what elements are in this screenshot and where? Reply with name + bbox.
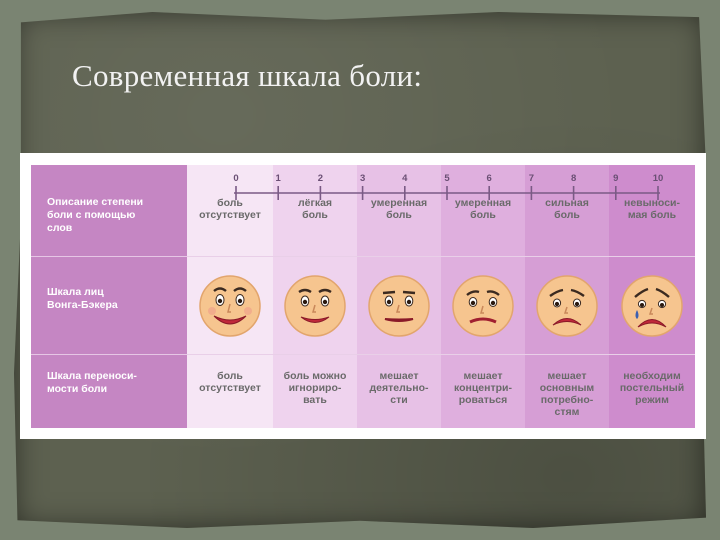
face-cell (187, 257, 273, 355)
tolerance-line: мешает (463, 370, 503, 382)
tolerance-line: отсутствует (199, 382, 261, 394)
row-header-tolerance: Шкала переноси- мости боли (31, 355, 187, 428)
face-cell (441, 257, 525, 355)
scale-number: 3 (360, 173, 365, 184)
word-line: боль (302, 209, 328, 221)
tolerance-line: основным (539, 382, 595, 394)
tolerance-line: деятельно- (369, 382, 429, 394)
word-line: умеренная (454, 197, 512, 209)
scale-number: 4 (402, 173, 408, 184)
scale-number: 10 (653, 173, 664, 184)
scale-number: 8 (571, 173, 576, 184)
face-6-icon (452, 274, 514, 337)
tolerance-line: мешает (379, 370, 419, 382)
scale-number: 0 (233, 173, 238, 184)
tolerance-line: постельный (619, 382, 685, 394)
tolerance-line: концентри- (453, 382, 513, 394)
row-header-line: Описание степени (47, 196, 144, 208)
scale-number: 5 (444, 173, 450, 184)
word-line: боль (470, 209, 496, 221)
word-line: лёгкая (297, 197, 333, 209)
face-cell (357, 257, 441, 355)
word-line: отсутствует (199, 209, 261, 221)
tolerance-line: режим (635, 394, 669, 406)
face-4-icon (368, 274, 430, 337)
row-header-words: Описание степени боли с помощью слов (31, 165, 187, 257)
row-header-line: Вонга-Бэкера (47, 299, 118, 311)
tolerance-line: стям (554, 406, 580, 418)
face-2-icon (284, 274, 346, 337)
slide-title: Современная шкала боли: (72, 58, 423, 93)
face-cell (609, 257, 695, 355)
numeric-scale: 0 1 2 3 4 5 6 7 8 9 10 (233, 173, 663, 200)
face-0-icon (199, 274, 261, 337)
word-line: невыноси- (623, 197, 680, 209)
face-cell (525, 257, 609, 355)
tolerance-line: необходим (623, 370, 681, 382)
pain-scale-figure: Описание степени боли с помощью слов бол… (20, 153, 706, 439)
scale-number: 7 (529, 173, 534, 184)
row-header-line: боли с помощью (47, 209, 136, 221)
tolerance-line: роваться (458, 394, 508, 406)
face-cell (273, 257, 357, 355)
word-line: мая боль (627, 209, 677, 221)
scale-number: 9 (613, 173, 618, 184)
face-10-icon (621, 274, 683, 337)
scale-number: 6 (487, 173, 492, 184)
tolerance-line: боль можно (283, 370, 347, 382)
face-8-icon (536, 274, 598, 337)
tolerance-line: мешает (547, 370, 587, 382)
row-header-faces: Шкала лиц Вонга-Бэкера (31, 257, 187, 355)
tolerance-line: вать (303, 394, 327, 406)
word-line: умеренная (370, 197, 428, 209)
row-header-line: слов (47, 222, 73, 234)
word-line: боль (554, 209, 580, 221)
tolerance-line: боль (217, 370, 243, 382)
word-cell: невыноси-мая боль (609, 165, 695, 257)
row-header-line: мости боли (47, 383, 108, 395)
scale-number: 2 (318, 173, 323, 184)
tolerance-line: сти (390, 394, 408, 406)
word-line: боль (386, 209, 412, 221)
word-line: сильная (545, 197, 589, 209)
scale-ticks: 0 1 2 3 4 5 6 7 8 9 10 (233, 173, 663, 200)
scale-number: 1 (276, 173, 282, 184)
tolerance-line: игнориро- (288, 382, 342, 394)
row-header-line: Шкала лиц (47, 286, 104, 298)
row-header-line: Шкала переноси- (47, 370, 137, 382)
tolerance-line: потребно- (540, 394, 594, 406)
pain-scale-table: Описание степени боли с помощью слов бол… (31, 165, 695, 428)
